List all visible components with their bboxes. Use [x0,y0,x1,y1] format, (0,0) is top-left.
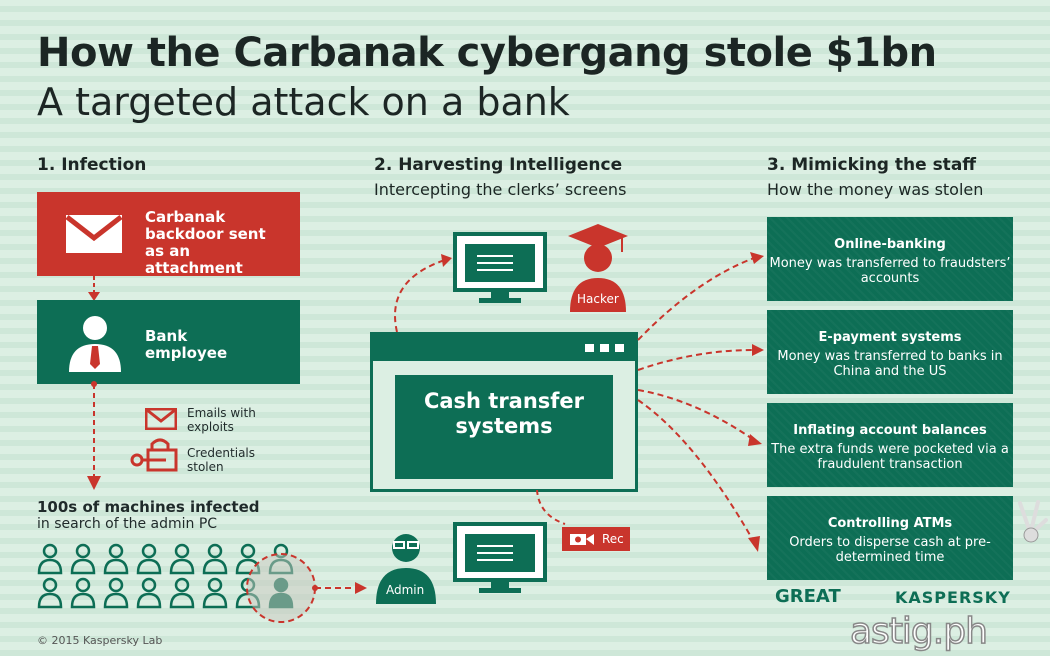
watermark-icon [1018,500,1048,543]
person-icon [70,543,96,575]
section1-heading: 1. Infection [37,155,147,175]
backdoor-box: Carbanak backdoor sent as an attachment [37,192,300,277]
admin-pc-highlight [246,553,367,623]
kaspersky-logo: KASPERSKY [895,588,1011,607]
section3-heading: 3. Mimicking the staff [767,155,977,175]
admin-monitor-icon [453,522,547,593]
machines-subtitle: in search of the admin PC [37,516,218,532]
machines-title: 100s of machines infected [37,498,260,516]
person-icon [202,577,228,609]
window-controls-icon [585,344,625,352]
dashed-arrow-to-monitor [394,254,452,333]
bank-employee-box: Bank employee [37,300,300,384]
person-icon [136,543,162,575]
dashed-line-rec [536,490,566,525]
monitor-icon [453,232,547,303]
copyright: © 2015 Kaspersky Lab [37,634,163,647]
email-exploit-icon [145,408,177,430]
rec-label: Rec [602,532,624,546]
stage-title: Controlling ATMs [827,516,953,531]
video-camera-icon [570,534,594,545]
person-icon [202,543,228,575]
admin-icon [376,534,436,604]
stage-text: Money was transferred to banks in China … [777,349,1003,379]
envelope-icon [65,215,123,253]
stage-text: The extra funds were pocketed via a frau… [771,442,1009,472]
cash-transfer-systems: Cash transfer systems [395,375,613,479]
credentials-lock-icon [130,438,178,472]
bank-employee-label: Bank employee [145,327,228,362]
section3-subheading: How the money was stolen [767,180,984,199]
admin-label: Admin [386,583,425,597]
emails-label: Emails with exploits [187,406,256,434]
watermark: astig.ph [849,611,988,653]
stage-text: Money was transferred to fraudsters’ acc… [769,256,1011,286]
great-logo: GREAT [775,586,841,607]
credentials-label: Credentials stolen [187,446,256,474]
employee-icon [69,316,121,372]
arrow-down-icon [88,276,100,301]
section2-subheading: Intercepting the clerks’ screens [374,180,627,199]
person-icon [169,543,195,575]
person-icon [37,577,63,609]
person-icon [136,577,162,609]
person-icon [37,543,63,575]
dashed-arrow-down-icon [87,381,101,490]
cash-transfer-window: Cash transfer systems [370,332,638,492]
stage-text: Orders to disperse cash at pre-determine… [789,535,991,565]
person-icon [70,577,96,609]
hacker-label: Hacker [577,292,619,306]
person-icon [103,543,129,575]
hacker-icon [568,224,628,312]
page-title: How the Carbanak cybergang stole $1bn [37,30,937,76]
person-icon [169,577,195,609]
stage-title: Online-banking [834,237,946,252]
stage-title: E-payment systems [818,330,962,345]
rec-badge: Rec [562,527,630,551]
section2-heading: 2. Harvesting Intelligence [374,155,623,175]
window-titlebar [373,335,635,361]
backdoor-label: Carbanak backdoor sent as an attachment [145,208,266,277]
page-subtitle: A targeted attack on a bank [37,80,570,124]
stage-title: Inflating account balances [793,423,987,438]
fanout-arrows [637,252,764,552]
person-icon [103,577,129,609]
